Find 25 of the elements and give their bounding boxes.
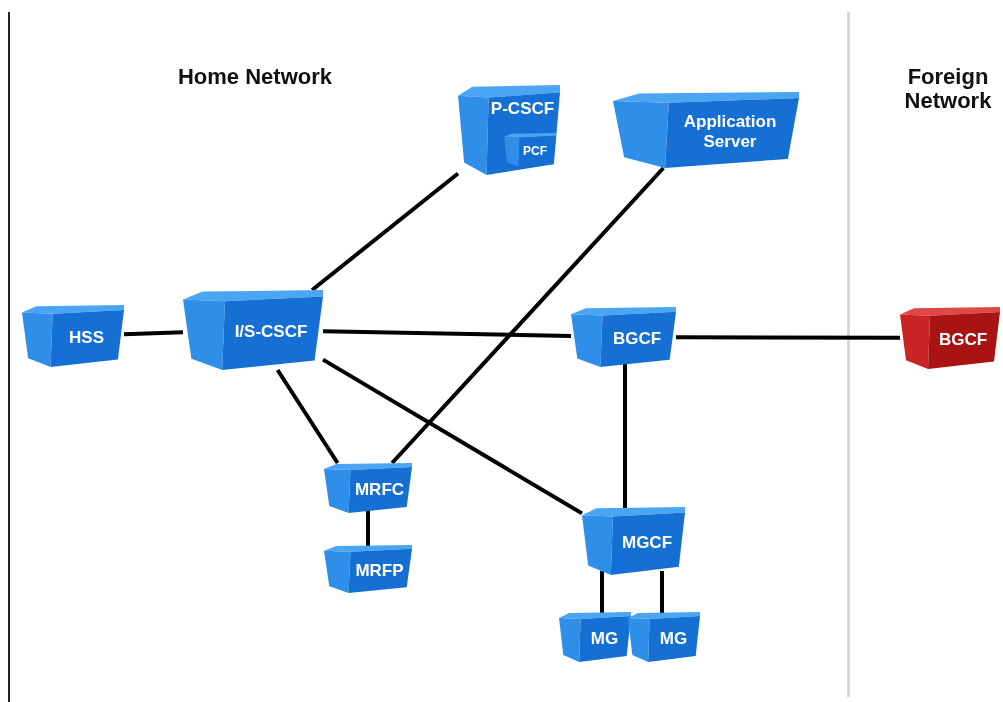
element-label: P-CSCF [490, 99, 555, 119]
element-label: MRFC [354, 480, 405, 500]
element-label: BGCF [938, 330, 988, 350]
connection-line [600, 571, 604, 614]
element-label: I/S-CSCF [234, 322, 308, 342]
element-label: MGCF [621, 533, 672, 553]
element-label: PCF [523, 145, 547, 159]
connection-line [676, 335, 900, 340]
connection-line [623, 363, 627, 509]
connection-line [366, 509, 370, 547]
element-label: HSS [69, 328, 104, 348]
connection-line [123, 330, 184, 337]
connection-line [660, 571, 664, 614]
network-heading: Foreign Network [903, 65, 993, 113]
network-heading: Home Network [176, 65, 333, 89]
connection-line [322, 329, 572, 338]
element-label: Application Server [682, 112, 778, 152]
element-label: BGCF [612, 329, 662, 349]
connection-line [275, 368, 340, 465]
connection-line [310, 171, 460, 292]
element-label: MG [590, 629, 619, 649]
connection-line [390, 166, 665, 465]
element-label: MG [659, 629, 688, 649]
connection-line [321, 357, 584, 516]
element-label: MRFP [355, 561, 404, 581]
